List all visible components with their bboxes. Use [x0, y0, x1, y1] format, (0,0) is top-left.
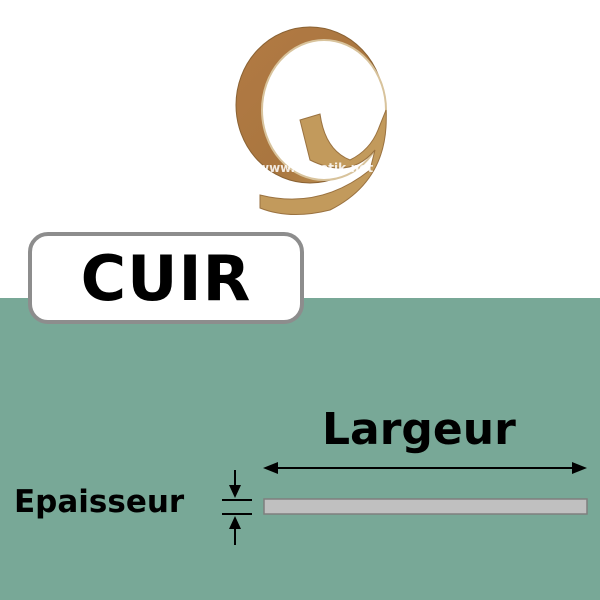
leather-strip-ring-image	[235, 26, 387, 216]
thickness-arrows-icon	[222, 470, 252, 545]
thickness-label: Epaisseur	[14, 484, 185, 520]
width-arrow-icon	[263, 462, 587, 474]
strip-cross-section	[263, 498, 588, 515]
material-label: CUIR	[80, 241, 252, 315]
background-panel	[0, 298, 600, 600]
width-label: Largeur	[322, 404, 516, 455]
watermark-text: www.ebootik.net	[258, 161, 374, 175]
material-label-box: CUIR	[28, 232, 304, 324]
